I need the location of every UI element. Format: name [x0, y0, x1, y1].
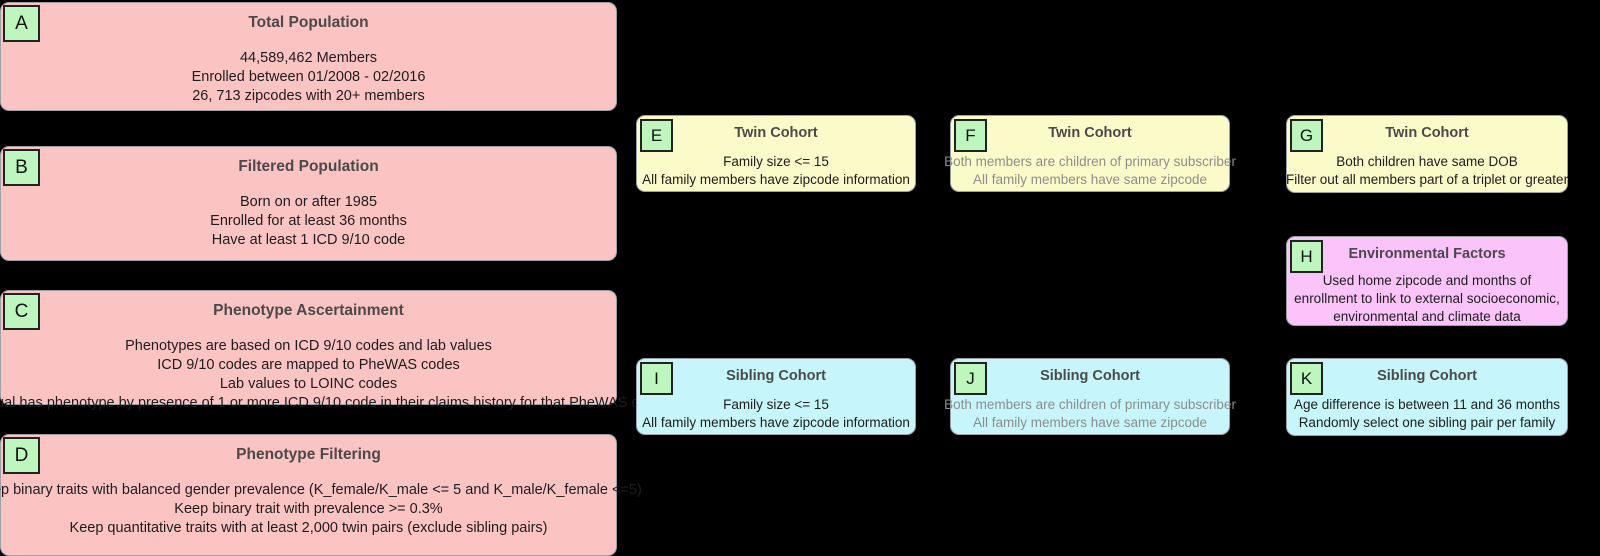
panel-body-g: Twin Cohort Both children have same DOB F… — [1286, 116, 1568, 192]
panel-badge-d: D — [3, 437, 40, 474]
panel-line: Both members are children of primary sub… — [944, 397, 1236, 412]
panel-line: Lab values to LOINC codes — [219, 376, 398, 392]
panel-title-h: Environmental Factors — [1348, 246, 1506, 262]
panel-line: All family members have same zipcode — [972, 415, 1208, 430]
panel-line: Both members are children of primary sub… — [944, 154, 1236, 169]
panel-lines-f: Both members are children of primary sub… — [944, 153, 1236, 189]
panel-body-h: Environmental Factors Used home zipcode … — [1287, 237, 1567, 325]
panel-badge-i: I — [640, 362, 673, 395]
panel-line: Have at least 1 ICD 9/10 code — [211, 232, 406, 248]
panel-body-k: Sibling Cohort Age difference is between… — [1287, 359, 1567, 435]
panel-line: Keep quantitative traits with at least 2… — [69, 520, 548, 536]
panel-badge-b: B — [3, 149, 40, 186]
panel-line: All family members have zipcode informat… — [642, 415, 910, 430]
panel-line: Age difference is between 11 and 36 mont… — [1294, 397, 1560, 412]
panel-line: 44,589,462 Members — [239, 50, 377, 66]
panel-line: Family size <= 15 — [723, 397, 829, 412]
panel-body-i: Sibling Cohort Family size <= 15 All fami… — [637, 359, 915, 434]
panel-lines-e: Family size <= 15 All family members have… — [642, 153, 910, 189]
panel-line: Randomly select one sibling pair per fam… — [1298, 415, 1556, 430]
panel-line: All family members have same zipcode — [972, 172, 1208, 187]
panel-line: Phenotypes are based on ICD 9/10 codes a… — [125, 338, 492, 354]
panel-title-j: Sibling Cohort — [1040, 368, 1140, 384]
panel-line: Family size <= 15 — [723, 154, 829, 169]
panel-body-b: Filtered Population Born on or after 198… — [1, 147, 616, 260]
panel-badge-h: H — [1290, 240, 1323, 273]
panel-badge-c: C — [3, 293, 40, 330]
panel-twin-cohort-g[interactable]: G Twin Cohort Both children have same DO… — [1286, 115, 1568, 193]
panel-title-g: Twin Cohort — [1385, 125, 1469, 141]
panel-twin-cohort-f[interactable]: F Twin Cohort Both members are children … — [944, 115, 1236, 192]
panel-line: All family members have zipcode informat… — [642, 172, 910, 187]
panel-badge-a: A — [3, 5, 40, 42]
panel-sibling-cohort-j[interactable]: J Sibling Cohort Both members are childr… — [944, 358, 1236, 435]
panel-line: Born on or after 1985 — [239, 194, 378, 210]
panel-line: Keep binary trait with prevalence >= 0.3… — [174, 501, 443, 517]
panel-title-e: Twin Cohort — [734, 125, 818, 141]
panel-lines-c: Phenotypes are based on ICD 9/10 codes a… — [0, 337, 663, 413]
panel-line: Both children have same DOB — [1336, 154, 1518, 169]
panel-line: Used home zipcode and months of enrollme… — [1294, 273, 1560, 324]
panel-lines-g: Both children have same DOB Filter out al… — [1286, 153, 1568, 189]
panel-title-f: Twin Cohort — [1048, 125, 1132, 141]
panel-title-c: Phenotype Ascertainment — [213, 302, 404, 319]
panel-lines-i: Family size <= 15 All family members have… — [642, 396, 910, 432]
panel-line: Enrolled for at least 36 months — [210, 213, 407, 229]
panel-lines-j: Both members are children of primary sub… — [944, 396, 1236, 432]
panel-badge-f: F — [954, 119, 987, 152]
panel-line: Keep binary traits with balanced gender … — [0, 482, 642, 498]
panel-body-d: Phenotype Filtering Keep binary traits w… — [0, 435, 642, 555]
panel-phenotype-ascertainment[interactable]: C Phenotype Ascertainment Phenotypes are… — [0, 290, 663, 411]
panel-filtered-population[interactable]: B Filtered Population Born on or after 1… — [0, 146, 617, 261]
panel-badge-g: G — [1290, 119, 1323, 152]
panel-lines-k: Age difference is between 11 and 36 mont… — [1294, 396, 1560, 432]
panel-title-i: Sibling Cohort — [726, 368, 826, 384]
panel-body-e: Twin Cohort Family size <= 15 All family … — [637, 116, 915, 191]
panel-sibling-cohort-k[interactable]: K Sibling Cohort Age difference is betwe… — [1286, 358, 1568, 436]
panel-line: Individual has phenotype by presence of … — [0, 395, 663, 411]
panel-sibling-cohort-i[interactable]: I Sibling Cohort Family size <= 15 All fa… — [636, 358, 916, 435]
panel-title-b: Filtered Population — [238, 158, 379, 175]
panel-lines-d: Keep binary traits with balanced gender … — [0, 481, 642, 538]
panel-line: ICD 9/10 codes are mapped to PheWAS code… — [157, 357, 460, 373]
panel-title-k: Sibling Cohort — [1377, 368, 1477, 384]
panel-badge-k: K — [1290, 362, 1323, 395]
panel-twin-cohort-e[interactable]: E Twin Cohort Family size <= 15 All famil… — [636, 115, 916, 192]
panel-lines-h: Used home zipcode and months of enrollme… — [1293, 272, 1561, 326]
panel-title-a: Total Population — [248, 14, 369, 31]
panel-line: Filter out all members part of a triplet… — [1285, 172, 1569, 187]
panel-badge-e: E — [640, 119, 673, 152]
panel-body-f: Twin Cohort Both members are children of… — [944, 116, 1236, 191]
panel-environmental-factors[interactable]: H Environmental Factors Used home zipcod… — [1286, 236, 1568, 326]
panel-title-d: Phenotype Filtering — [236, 446, 381, 463]
panel-body-j: Sibling Cohort Both members are children… — [944, 359, 1236, 434]
panel-badge-j: J — [954, 362, 987, 395]
panel-line: Enrolled between 01/2008 - 02/2016 — [191, 69, 426, 85]
panel-phenotype-filtering[interactable]: D Phenotype Filtering Keep binary traits… — [0, 434, 642, 556]
panel-body-c: Phenotype Ascertainment Phenotypes are b… — [0, 291, 663, 411]
panel-line: 26, 713 zipcodes with 20+ members — [192, 88, 425, 104]
